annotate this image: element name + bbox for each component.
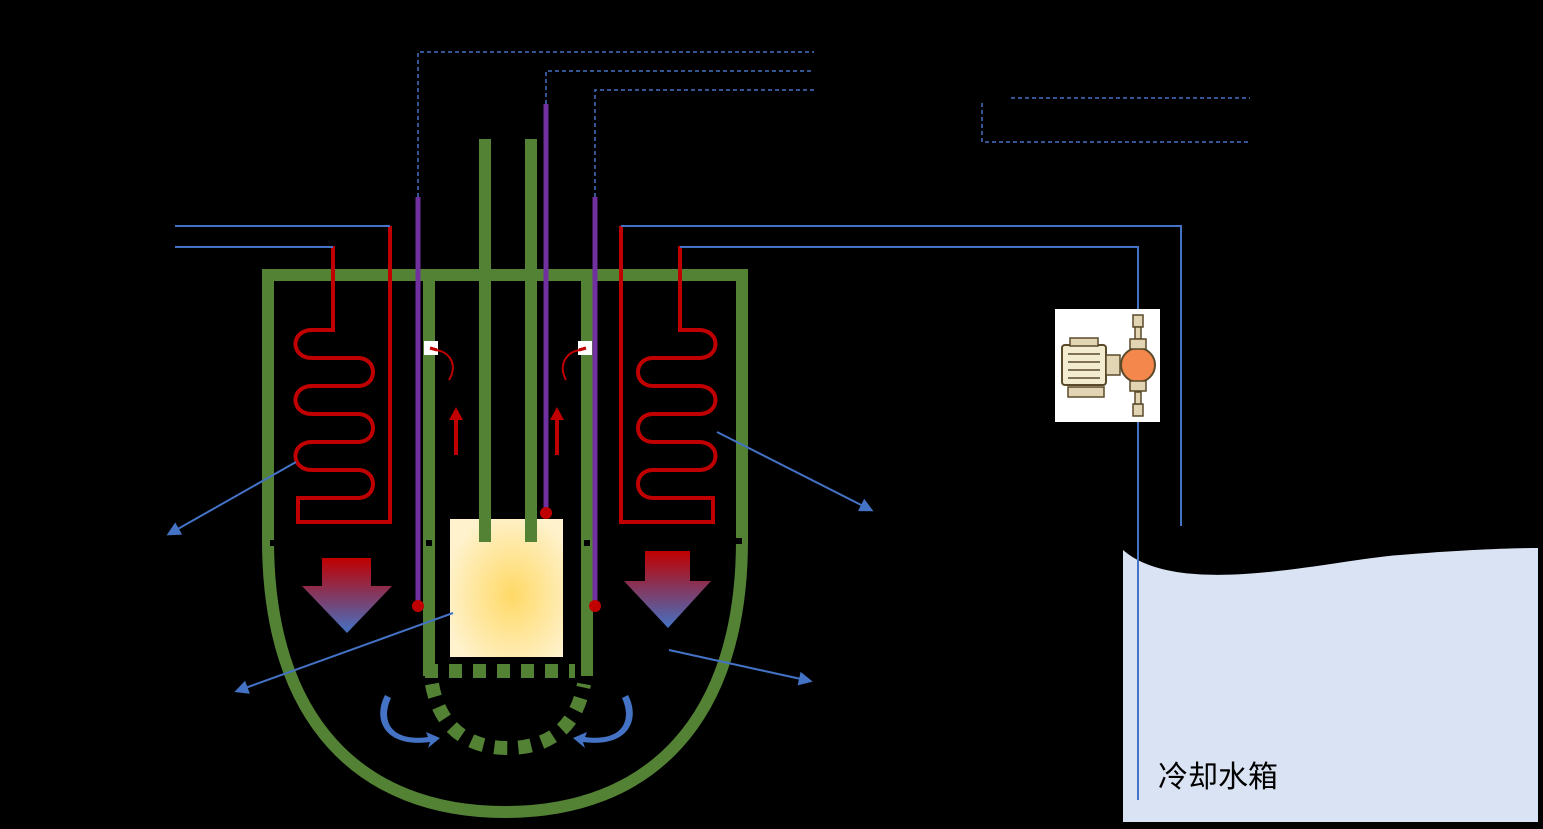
leader-arrows	[166, 431, 874, 694]
heater-coil-right	[619, 226, 718, 524]
down-arrow-icon-right	[624, 551, 711, 628]
motor-pump-icon	[1055, 309, 1160, 422]
heater-coil-left	[293, 226, 392, 524]
lower-plenum-perforated	[425, 682, 591, 756]
signal-lines-dashed	[417, 51, 1250, 197]
barrel-joint-marks	[426, 540, 590, 546]
circulation-arrows	[380, 695, 633, 748]
shell-joint-marks	[270, 538, 742, 546]
control-rods-in-core	[479, 519, 537, 542]
control-rod-tubes	[479, 139, 537, 542]
thermocouple-tips	[412, 507, 601, 612]
reactor-core	[450, 519, 563, 657]
up-arrow-icons	[449, 407, 564, 455]
cooling-water-tank	[1123, 548, 1538, 822]
thermocouple-rods	[415, 104, 598, 603]
down-arrow-icon-left	[302, 558, 392, 633]
cooling-tank-label: 冷却水箱	[1158, 760, 1278, 795]
top-flow-indicators	[424, 341, 592, 381]
vessel-outer-shell	[262, 269, 748, 819]
coolant-pipes	[175, 225, 1182, 800]
